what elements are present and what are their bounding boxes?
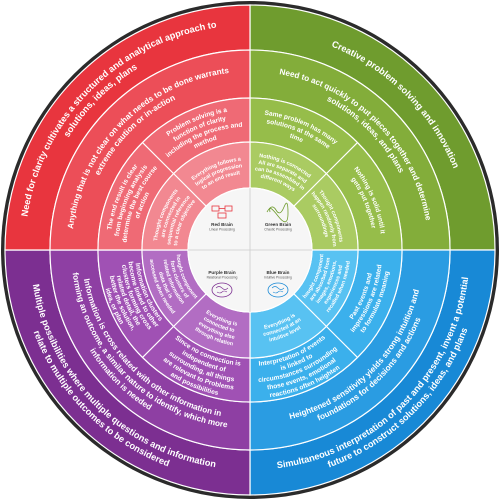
purple-brain-subtitle: Relational Processing	[207, 276, 238, 280]
scribble-icon	[266, 202, 289, 223]
purple-brain-title: Purple Brain	[208, 270, 236, 275]
purple-ring-3-divider	[142, 325, 175, 358]
blue-brain-title: Blue Brain	[267, 270, 290, 275]
green-ring-3-divider	[325, 142, 358, 175]
green-ring-4-divider	[293, 173, 327, 207]
blue-ring-4-divider	[293, 293, 327, 327]
blue-brain-subtitle: Intuitive Processing	[264, 276, 292, 280]
green-brain-subtitle: Chaotic Processing	[264, 228, 292, 232]
red-brain-subtitle: Linear Processing	[209, 228, 235, 232]
purple-ring-4-divider	[173, 293, 207, 327]
red-ring-4-divider	[173, 173, 207, 207]
flowchart-icon	[211, 205, 233, 219]
blue-ring-3-divider	[325, 325, 358, 358]
green-brain-title: Green Brain	[265, 222, 291, 227]
green-ring3a-text-line-3: time	[289, 133, 305, 145]
red-brain-title: Red Brain	[211, 222, 233, 227]
relational-brain-icon	[211, 282, 233, 298]
intuitive-brain-icon	[267, 282, 289, 298]
red-ring-3-divider	[142, 142, 175, 175]
